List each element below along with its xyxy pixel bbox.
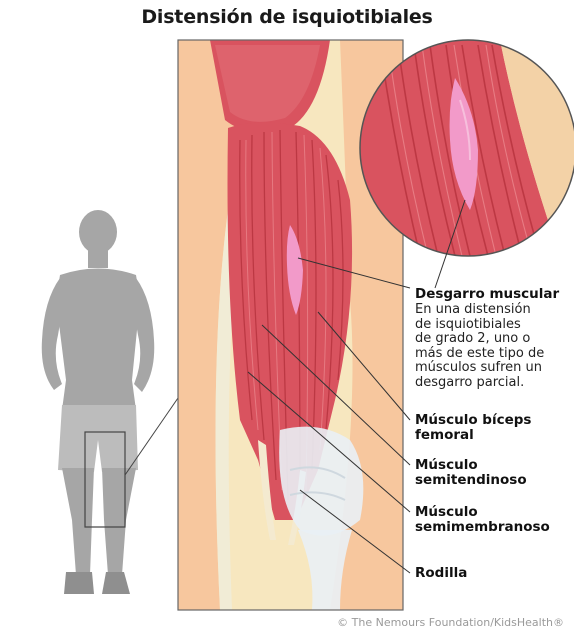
label-line: femoral xyxy=(415,428,531,443)
label-semimembranosus: Músculo semimembranoso xyxy=(415,505,550,535)
label-knee: Rodilla xyxy=(415,566,467,581)
person-silhouette-icon xyxy=(42,210,155,594)
label-line: Músculo xyxy=(415,505,550,520)
tear-description-line: músculos sufren un xyxy=(415,361,544,376)
label-biceps-femoris: Músculo bíceps femoral xyxy=(415,413,531,443)
label-tear-description: En una distensión de isquiotibiales de g… xyxy=(415,303,544,390)
label-semitendinosus: Músculo semitendinoso xyxy=(415,458,527,488)
tear-description-line: desgarro parcial. xyxy=(415,376,544,391)
tear-description-line: de isquiotibiales xyxy=(415,318,544,333)
tear-description-line: de grado 2, uno o xyxy=(415,332,544,347)
label-line: semitendinoso xyxy=(415,473,527,488)
label-line: Músculo xyxy=(415,458,527,473)
label-tear-heading: Desgarro muscular xyxy=(415,287,559,302)
magnifier-circle-icon xyxy=(360,40,574,256)
copyright-credit: © The Nemours Foundation/KidsHealth® xyxy=(337,616,564,629)
label-line: Músculo bíceps xyxy=(415,413,531,428)
label-line: semimembranoso xyxy=(415,520,550,535)
tear-description-line: En una distensión xyxy=(415,303,544,318)
tear-description-line: más de este tipo de xyxy=(415,347,544,362)
